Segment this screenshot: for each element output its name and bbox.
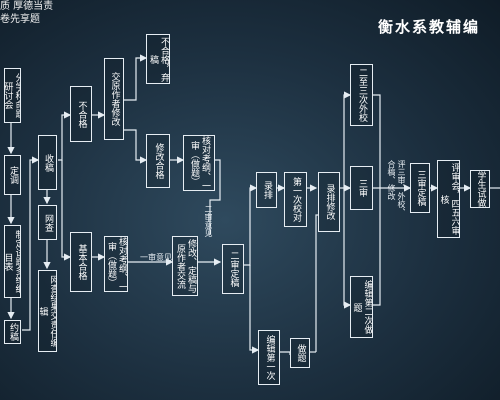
node-confirm: 定调 — [4, 155, 21, 195]
motto-line2: 卷先享题 — [0, 14, 40, 25]
node-student-trial: 学生试做 — [470, 170, 490, 208]
node-kickoff: 分学科命题研讨会 — [4, 68, 21, 123]
node-third-review: 三审 — [350, 166, 373, 210]
node-review-committee: 评审会，四五六审核 — [437, 160, 460, 238]
node-basic-ok: 基本合格 — [70, 232, 92, 292]
node-revised-ok: 修改合格 — [146, 134, 170, 188]
motto: 质 厚德当责 卷先享题 — [0, 0, 53, 26]
node-edit-second: 编辑第二次做题 — [350, 276, 373, 338]
node-check-questions: 做题 — [290, 338, 310, 368]
node-outside-proof: 二至三次外校 — [350, 64, 373, 126]
node-first-proof: 第一次校对 — [284, 172, 307, 227]
node-receive: 收稿 — [38, 135, 57, 190]
node-check-first-top: 核对考纲、一审（做题） — [183, 135, 215, 191]
page-title: 衡水系教辅编 — [378, 18, 481, 36]
node-modify-finalize: 修改、定稿与原作者交流 — [172, 236, 198, 296]
node-second-final: 二审定稿 — [222, 244, 244, 294]
node-fail-reject: 不合格，弃稿 — [146, 34, 170, 84]
node-third-final: 三审定稿 — [410, 163, 430, 213]
motto-line1: 质 厚德当责 — [0, 1, 54, 12]
node-online-review: 网查 — [38, 205, 57, 240]
node-return-author: 交原作者修改 — [104, 58, 124, 140]
node-check-first-bottom: 核对考纲、一审（做题） — [104, 236, 128, 292]
node-typeset: 录排 — [256, 172, 277, 208]
node-outline: 制定试题多维细目表 — [4, 225, 21, 298]
node-online-result: 网查结果交责任编辑 — [38, 270, 57, 352]
node-typeset-mod: 录排修改 — [318, 172, 340, 232]
node-commission: 约稿 — [4, 320, 21, 344]
edge-label-first-opinion: 一审意见 — [140, 253, 172, 262]
node-reject: 不合格 — [70, 86, 92, 142]
edge-label-second-opinion: 二审意见 — [204, 205, 213, 237]
node-edit-first: 编辑第一次 — [258, 330, 280, 385]
edge-label-third-combo: 评三审、外校、合稿、修改 — [387, 160, 406, 216]
